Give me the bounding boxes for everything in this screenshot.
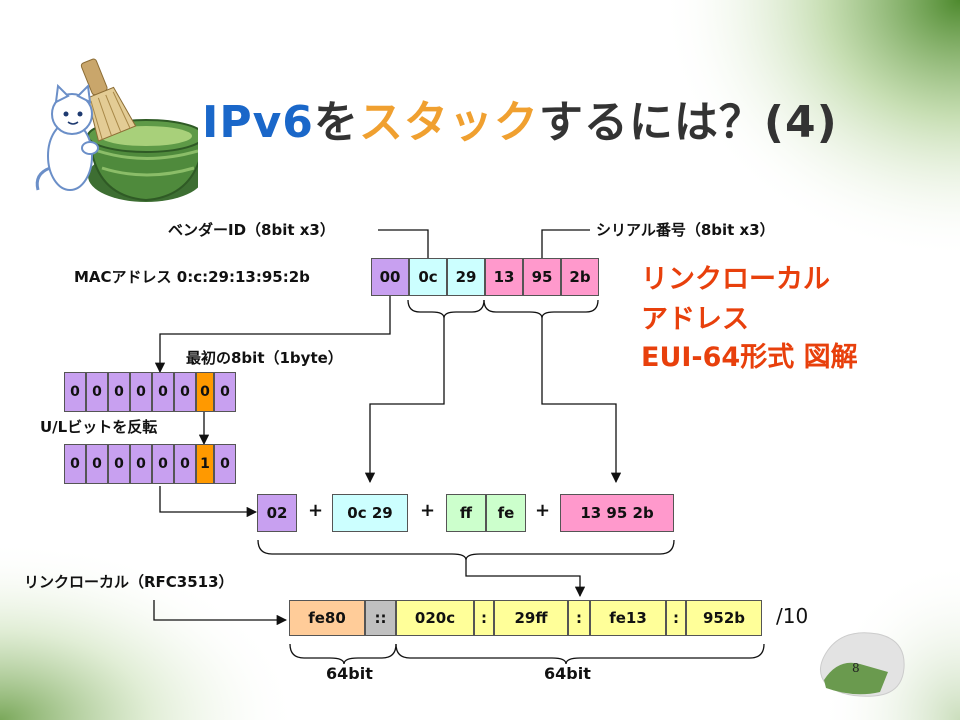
title-rest: するには？(4)	[538, 97, 838, 148]
link-local-rfc-label: リンクローカル（RFC3513）	[24, 573, 234, 591]
prefix-length-label: /10	[776, 604, 809, 628]
addr-colon-3: :	[666, 600, 686, 636]
eui-byte-ff: ff	[446, 494, 486, 532]
plus-sign-3: +	[535, 500, 551, 521]
bit-after-1: 0	[64, 444, 86, 484]
addr-colon-1: :	[474, 600, 494, 636]
mac-byte-5: 95	[523, 258, 561, 296]
bit-before-3: 0	[108, 372, 130, 412]
serial-number-label: シリアル番号（8bit x3）	[596, 221, 775, 239]
eui-nic-bytes: 0c 29	[332, 494, 408, 532]
bit-before-2: 0	[86, 372, 108, 412]
bit-after-8: 0	[214, 444, 236, 484]
note-line-1: リンクローカル	[641, 264, 830, 295]
title-wo: を	[313, 97, 359, 148]
addr-group-29ff: 29ff	[494, 600, 568, 636]
mac-byte-1: 00	[371, 258, 409, 296]
bit-before-8: 0	[214, 372, 236, 412]
title-stack: スタック	[358, 97, 539, 148]
mac-byte-3: 29	[447, 258, 485, 296]
bit-before-1: 0	[64, 372, 86, 412]
tea-cat-illustration	[35, 58, 198, 202]
first-8bit-label: 最初の8bit（1byte）	[186, 349, 343, 367]
eui-serial-bytes: 13 95 2b	[560, 494, 674, 532]
mac-address-label: MACアドレス 0:c:29:13:95:2b	[74, 268, 310, 286]
bit-after-4: 0	[130, 444, 152, 484]
title-ipv6: IPv6	[202, 97, 314, 148]
bit-before-6: 0	[174, 372, 196, 412]
bits-64-left-label: 64bit	[326, 664, 373, 683]
note-line-3: EUI-64形式 図解	[641, 342, 858, 373]
vendor-id-label: ベンダーID（8bit x3）	[168, 221, 335, 239]
bit-before-5: 0	[152, 372, 174, 412]
note-line-2: アドレス	[641, 304, 749, 335]
bit-after-6: 0	[174, 444, 196, 484]
addr-group-952b: 952b	[686, 600, 762, 636]
bits-64-right-label: 64bit	[544, 664, 591, 683]
plus-sign-2: +	[420, 500, 436, 521]
slide-title: IPv6をスタックするには？(4)	[202, 86, 838, 150]
eui-byte-fe: fe	[486, 494, 526, 532]
addr-double-colon: ::	[365, 600, 396, 636]
plus-sign-1: +	[308, 500, 324, 521]
addr-group-020c: 020c	[396, 600, 474, 636]
page-number: 8	[852, 661, 860, 675]
page-badge-shape	[820, 632, 905, 697]
bit-after-5: 0	[152, 444, 174, 484]
mac-byte-4: 13	[485, 258, 523, 296]
bit-after-3: 0	[108, 444, 130, 484]
addr-group-fe80: fe80	[289, 600, 365, 636]
mac-byte-2: 0c	[409, 258, 447, 296]
ul-bit-flip-label: U/Lビットを反転	[40, 418, 158, 436]
bit-before-4: 0	[130, 372, 152, 412]
bit-after-7-ul: 1	[196, 444, 214, 484]
bit-after-2: 0	[86, 444, 108, 484]
mac-byte-6: 2b	[561, 258, 599, 296]
addr-colon-2: :	[568, 600, 590, 636]
addr-group-fe13: fe13	[590, 600, 666, 636]
bit-before-7-ul: 0	[196, 372, 214, 412]
eui-byte-02: 02	[257, 494, 297, 532]
